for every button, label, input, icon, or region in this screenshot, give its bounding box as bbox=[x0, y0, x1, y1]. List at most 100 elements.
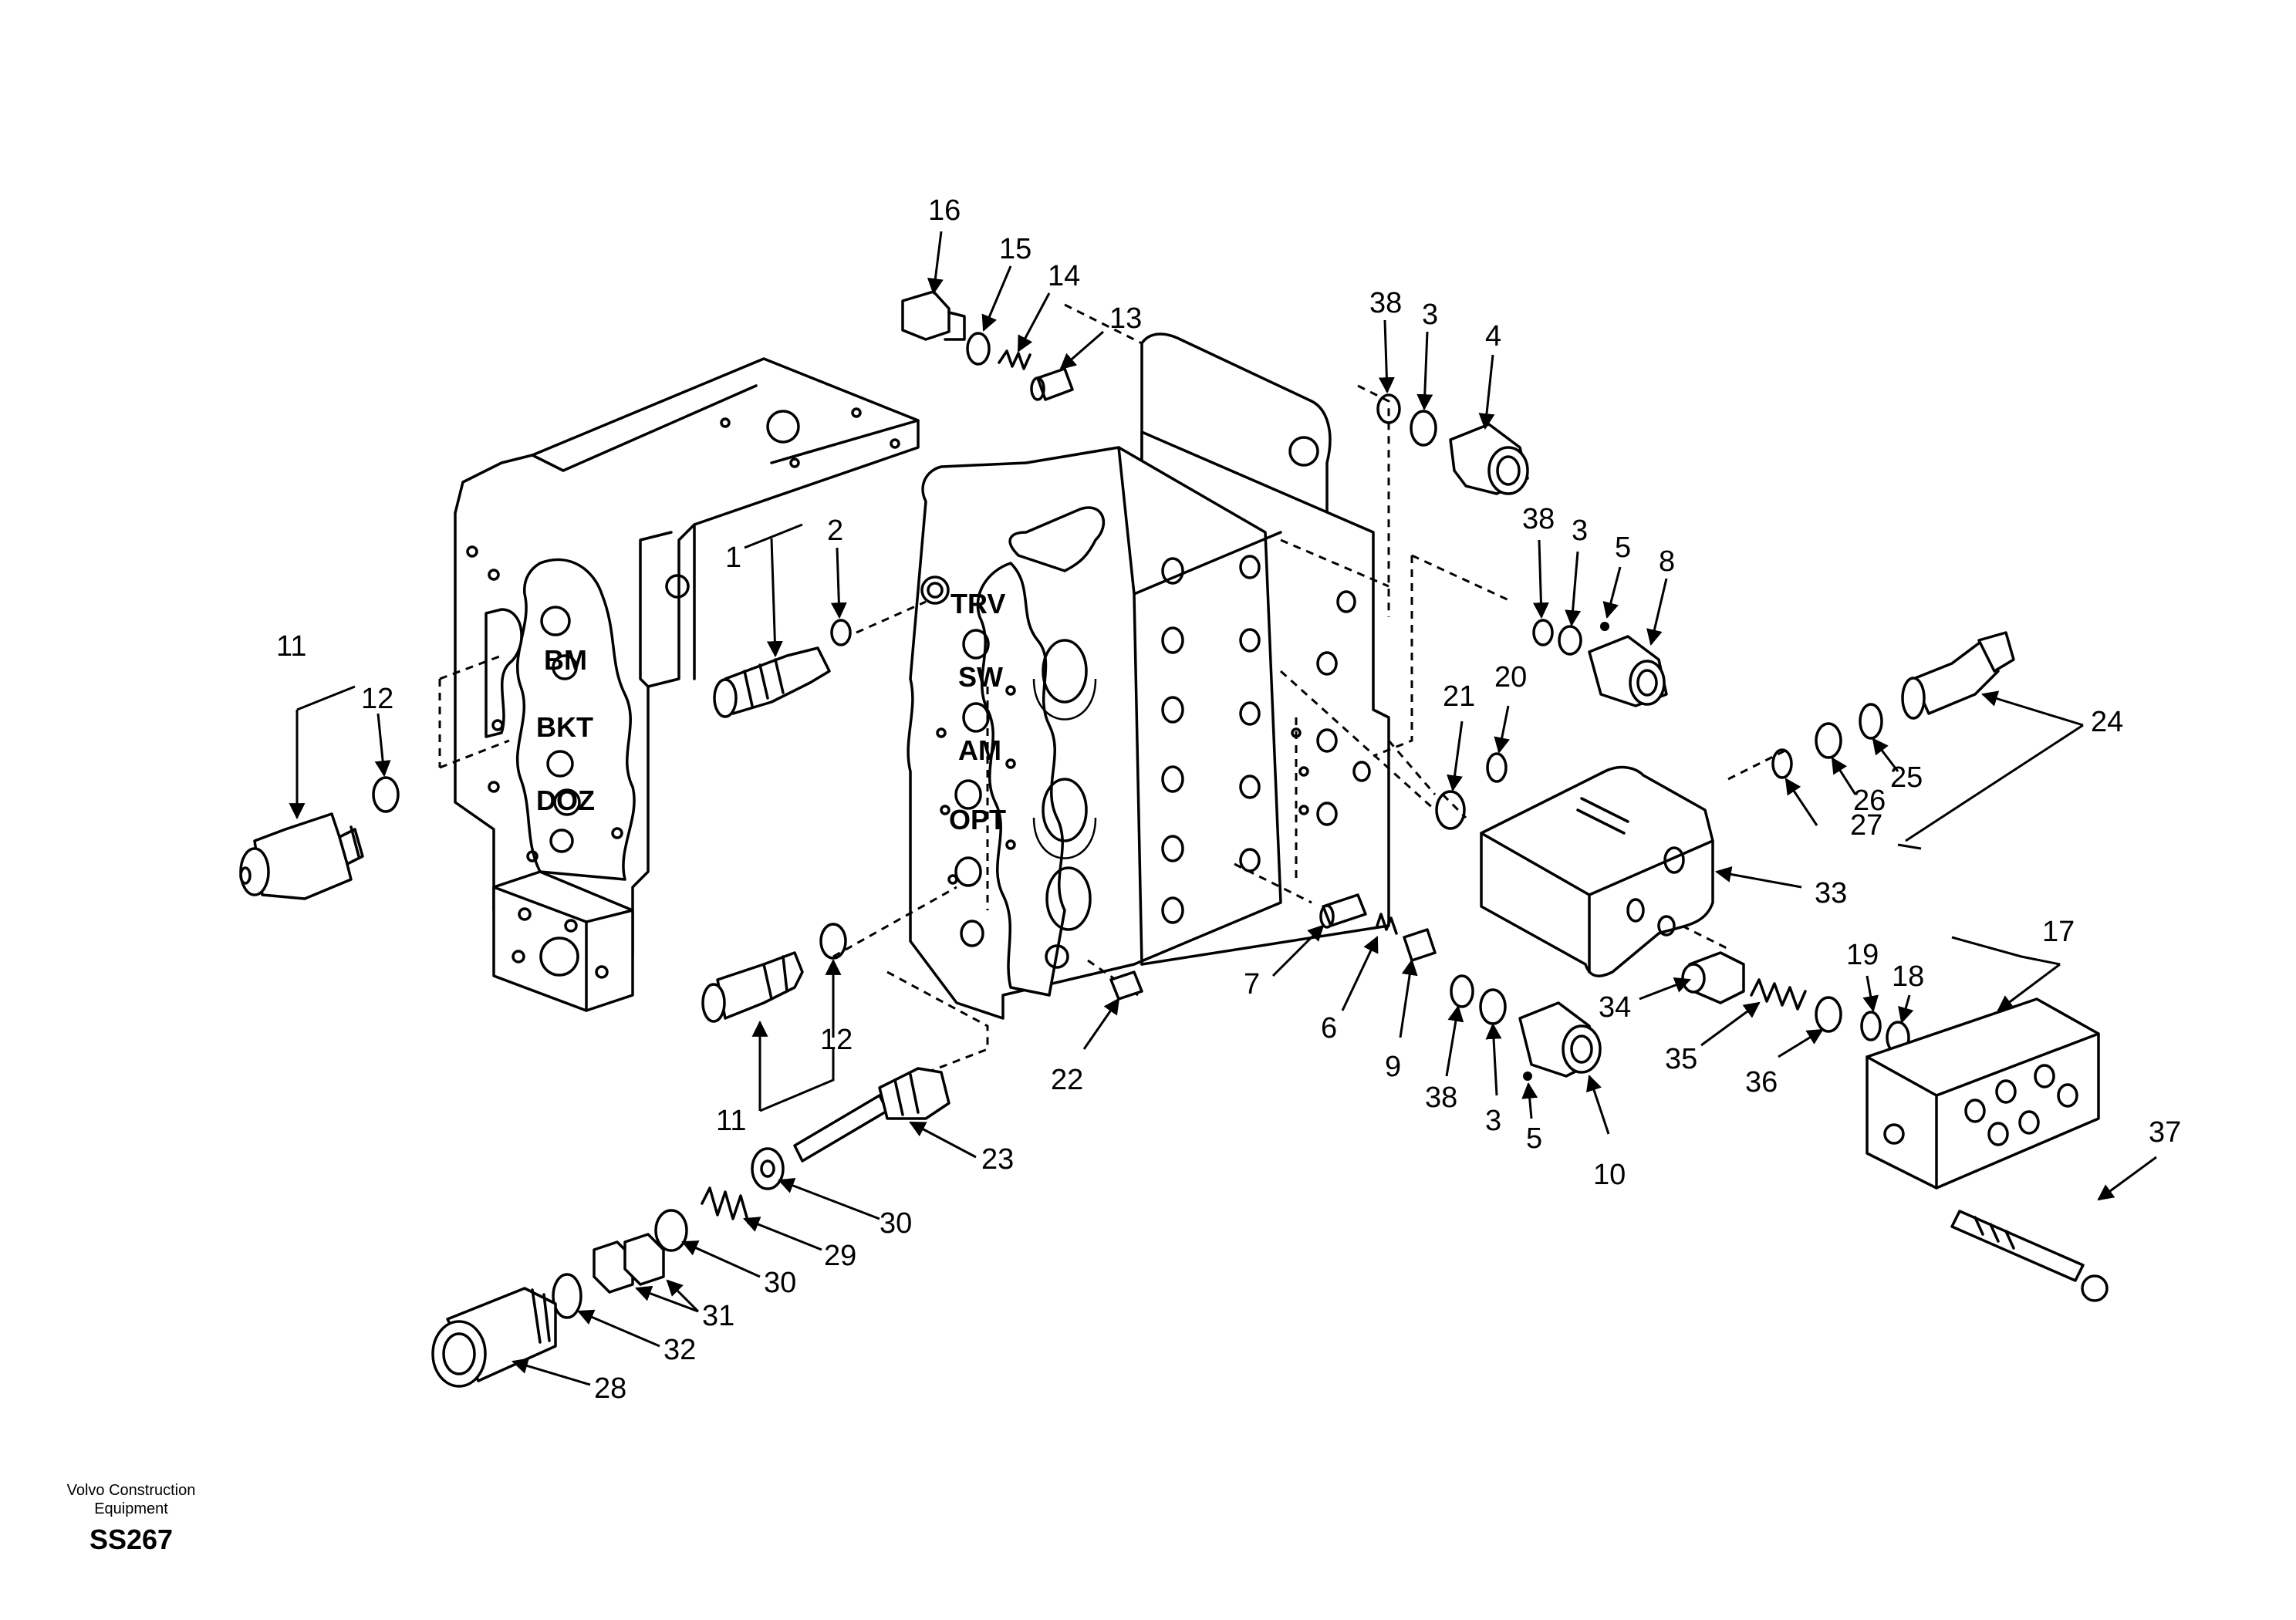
callout-30-upper: 30 bbox=[880, 1207, 912, 1240]
callout-35: 35 bbox=[1665, 1043, 1697, 1075]
callout-19: 19 bbox=[1846, 939, 1879, 971]
part-24-valve bbox=[1901, 631, 2015, 720]
part-5-ball bbox=[1600, 622, 1609, 631]
part-12-oring bbox=[372, 776, 400, 813]
label-bm: BM bbox=[544, 644, 587, 676]
callout-10: 10 bbox=[1593, 1159, 1626, 1191]
callout-18: 18 bbox=[1892, 960, 1924, 993]
callout-38-low: 38 bbox=[1425, 1082, 1457, 1114]
callout-28: 28 bbox=[594, 1372, 626, 1405]
callout-7: 7 bbox=[1244, 968, 1260, 1001]
part-20-oring bbox=[1486, 752, 1508, 783]
callout-1: 1 bbox=[725, 542, 741, 574]
part-1-valve bbox=[713, 646, 831, 718]
label-opt: OPT bbox=[949, 804, 1006, 835]
callout-9: 9 bbox=[1385, 1051, 1401, 1083]
brand-line-1: Volvo Construction bbox=[66, 1482, 196, 1499]
callout-3-top: 3 bbox=[1422, 299, 1438, 331]
callout-27: 27 bbox=[1850, 809, 1882, 842]
part-35-spring bbox=[1750, 978, 1807, 1011]
part-6-spring bbox=[1376, 913, 1398, 935]
part-8-plug bbox=[1588, 635, 1668, 707]
part-30-washer bbox=[751, 1147, 785, 1190]
part-9-sleeve bbox=[1403, 928, 1437, 962]
callout-16: 16 bbox=[928, 194, 961, 227]
part-29-spring bbox=[701, 1186, 750, 1224]
brand-label: Volvo Construction Equipment bbox=[31, 1481, 231, 1518]
callout-33: 33 bbox=[1815, 877, 1847, 910]
callout-31: 31 bbox=[702, 1300, 734, 1332]
drawing-code: SS267 bbox=[89, 1524, 174, 1555]
callout-2: 2 bbox=[827, 515, 843, 547]
callout-38-top: 38 bbox=[1369, 287, 1402, 319]
part-38-oring bbox=[1376, 393, 1401, 424]
part-19-oring bbox=[1860, 1011, 1882, 1041]
part-31-nuts bbox=[593, 1233, 665, 1294]
left-valve-block bbox=[454, 357, 920, 1012]
part-25-oring bbox=[1859, 703, 1883, 740]
part-11-valve-lower bbox=[701, 951, 804, 1023]
callout-17: 17 bbox=[2042, 916, 2075, 948]
brand-line-2: Equipment bbox=[94, 1500, 168, 1517]
callout-20: 20 bbox=[1494, 661, 1527, 694]
part-4-plug bbox=[1449, 423, 1529, 495]
part-14-spring bbox=[998, 349, 1032, 370]
callout-29: 29 bbox=[824, 1240, 856, 1272]
part-33-cover bbox=[1480, 765, 1714, 977]
callout-11-left: 11 bbox=[276, 630, 306, 663]
part-30-washer-hole bbox=[760, 1159, 775, 1178]
part-21-oring bbox=[1435, 790, 1466, 830]
callout-11-lower: 11 bbox=[716, 1105, 746, 1137]
leader-lines bbox=[289, 231, 2157, 1386]
callout-12-left: 12 bbox=[361, 683, 393, 715]
callout-14: 14 bbox=[1048, 260, 1080, 292]
callout-38-mid: 38 bbox=[1522, 503, 1555, 535]
callout-6: 6 bbox=[1321, 1012, 1337, 1045]
callout-5-mid: 5 bbox=[1615, 532, 1631, 564]
part-34-piston bbox=[1681, 951, 1745, 1004]
callout-34: 34 bbox=[1599, 991, 1631, 1024]
part-3-backup-ring bbox=[1410, 410, 1437, 447]
part-22-pin bbox=[1109, 970, 1143, 1001]
callout-23: 23 bbox=[981, 1143, 1014, 1176]
part-36-seat bbox=[1815, 996, 1842, 1033]
callout-36: 36 bbox=[1745, 1066, 1778, 1099]
center-valve-block bbox=[907, 332, 1390, 1020]
callout-32: 32 bbox=[663, 1334, 696, 1366]
part-11-valve-left bbox=[239, 812, 364, 900]
part-16-plug bbox=[901, 290, 966, 341]
callout-8: 8 bbox=[1659, 545, 1675, 578]
section-labels: BM BKT DOZ TRV SW AM OPT bbox=[536, 588, 1006, 835]
part-3-backup-ring-2 bbox=[1558, 625, 1582, 656]
part-32-oring bbox=[552, 1273, 582, 1319]
callout-13: 13 bbox=[1109, 302, 1142, 335]
part-26-backup-ring bbox=[1815, 722, 1842, 759]
label-sw: SW bbox=[958, 661, 1003, 693]
callout-26: 26 bbox=[1853, 785, 1886, 817]
callout-3-mid: 3 bbox=[1572, 515, 1588, 547]
callout-numbers: 16 15 14 13 38 3 4 38 3 5 8 1 2 11 12 21… bbox=[276, 194, 2181, 1405]
callout-37: 37 bbox=[2149, 1116, 2181, 1149]
callout-15: 15 bbox=[999, 233, 1032, 265]
part-27-oring bbox=[1771, 748, 1793, 779]
part-37-bolt bbox=[1950, 1210, 2109, 1302]
part-28-cap bbox=[431, 1287, 557, 1388]
callout-12-lower: 12 bbox=[820, 1024, 853, 1056]
part-12-oring-lower bbox=[819, 923, 847, 960]
callout-30-lower: 30 bbox=[764, 1267, 796, 1299]
label-doz: DOZ bbox=[536, 785, 595, 816]
part-13-sleeve bbox=[1030, 367, 1074, 401]
part-38-oring-3 bbox=[1450, 974, 1474, 1008]
part-7-spool bbox=[1319, 893, 1367, 929]
callout-3-low: 3 bbox=[1485, 1105, 1501, 1137]
part-5-ball-2 bbox=[1523, 1072, 1532, 1081]
part-15-oring bbox=[966, 332, 991, 366]
label-am: AM bbox=[958, 734, 1001, 766]
callout-22: 22 bbox=[1051, 1064, 1083, 1096]
part-17-cover-block bbox=[1866, 997, 2100, 1190]
part-2-oring bbox=[830, 619, 852, 646]
label-trv: TRV bbox=[950, 588, 1005, 619]
callout-5-low: 5 bbox=[1526, 1122, 1542, 1155]
part-38-oring-2 bbox=[1532, 619, 1554, 646]
